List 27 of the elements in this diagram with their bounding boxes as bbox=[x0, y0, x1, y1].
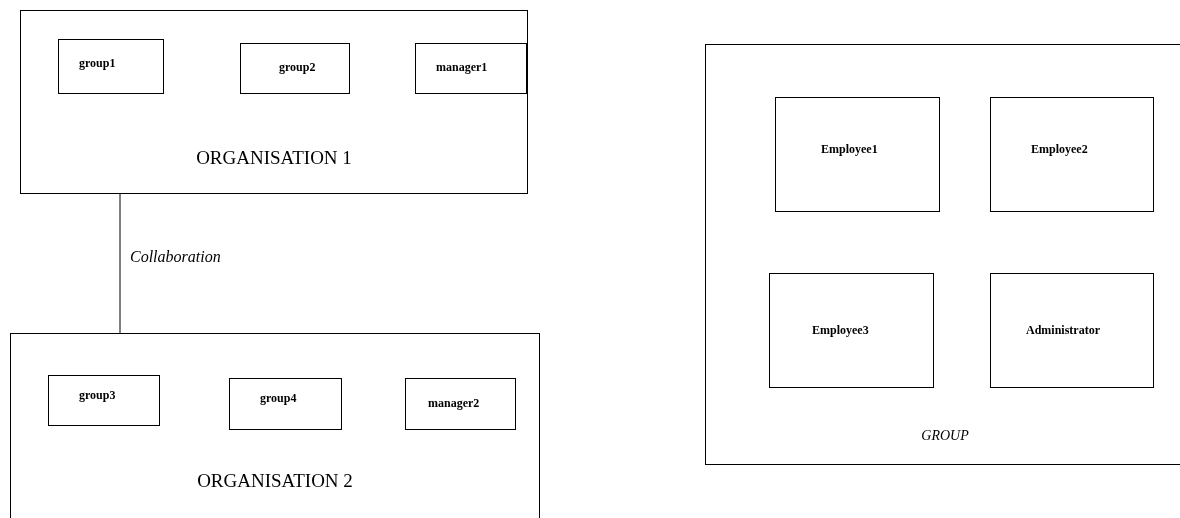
member-box bbox=[58, 39, 164, 94]
group-title: ORGANISATION 1 bbox=[196, 147, 352, 169]
box-label: Employee3 bbox=[812, 323, 869, 338]
member-box bbox=[240, 43, 350, 94]
box-label: group3 bbox=[79, 388, 116, 403]
connector-line bbox=[119, 193, 121, 334]
member-box bbox=[775, 97, 940, 212]
member-box bbox=[415, 43, 527, 94]
member-box bbox=[48, 375, 160, 426]
box-label: manager2 bbox=[428, 396, 480, 411]
member-box bbox=[229, 378, 342, 430]
container-box bbox=[20, 10, 528, 194]
member-box bbox=[405, 378, 516, 430]
member-box bbox=[990, 273, 1154, 388]
container-box bbox=[705, 44, 1180, 465]
box-label: manager1 bbox=[436, 60, 488, 75]
box-label: Employee1 bbox=[821, 142, 878, 157]
box-label: group1 bbox=[79, 56, 116, 71]
member-box bbox=[990, 97, 1154, 212]
group-title: GROUP bbox=[921, 428, 969, 444]
container-box bbox=[10, 333, 540, 518]
box-label: group2 bbox=[279, 60, 316, 75]
member-box bbox=[769, 273, 934, 388]
box-label: Employee2 bbox=[1031, 142, 1088, 157]
box-label: group4 bbox=[260, 391, 297, 406]
group-title: ORGANISATION 2 bbox=[197, 470, 353, 492]
box-label: Administrator bbox=[1026, 323, 1100, 338]
